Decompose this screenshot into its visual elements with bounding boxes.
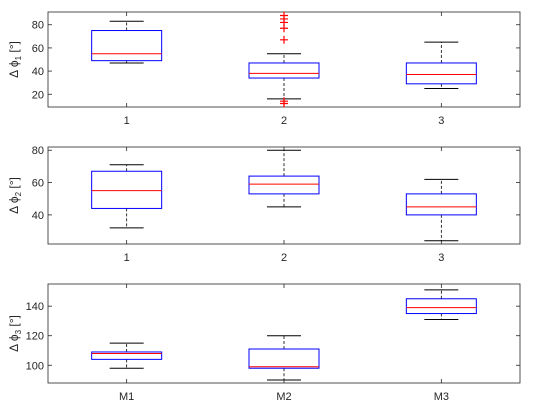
y-tick-label: 20 bbox=[32, 89, 44, 101]
box-body bbox=[91, 30, 163, 62]
x-tick-label: M1 bbox=[119, 391, 134, 402]
y-tick-label: 80 bbox=[32, 20, 44, 32]
box-M1 bbox=[91, 342, 163, 369]
box-1 bbox=[91, 164, 163, 229]
y-tick-label: 140 bbox=[26, 301, 44, 313]
outlier-marker bbox=[280, 35, 288, 44]
x-tick-label: 3 bbox=[438, 252, 444, 264]
box-body bbox=[405, 193, 477, 216]
y-tick-label: 40 bbox=[32, 66, 44, 78]
box-M2 bbox=[248, 335, 320, 381]
y-tick-label: 100 bbox=[26, 360, 44, 372]
box-M3 bbox=[405, 289, 477, 320]
y-tick-label: 60 bbox=[32, 43, 44, 55]
box-body bbox=[91, 170, 163, 209]
box-1 bbox=[91, 20, 163, 64]
box-body bbox=[248, 62, 320, 79]
panel-2: 40 60 80 1 2 3 Δ ϕ2 [°] bbox=[7, 145, 521, 264]
box-2 bbox=[248, 149, 320, 208]
box-body bbox=[248, 175, 320, 195]
y-tick-label: 80 bbox=[32, 145, 44, 157]
y-axis-label: Δ ϕ3 [°] bbox=[7, 315, 23, 352]
box-body bbox=[405, 62, 477, 85]
box-body bbox=[405, 298, 477, 315]
outlier-marker bbox=[280, 99, 288, 108]
box-body bbox=[91, 351, 163, 360]
box-2 bbox=[248, 11, 320, 108]
panel-1: 20 40 60 80 1 2 3 Δ ϕ1 [°] bbox=[7, 11, 521, 127]
box-3 bbox=[405, 41, 477, 89]
x-tick-label: 1 bbox=[124, 115, 130, 127]
y-tick-label: 120 bbox=[26, 331, 44, 343]
x-tick-label: M2 bbox=[276, 391, 291, 402]
box-body bbox=[248, 348, 320, 369]
y-axis-label: Δ ϕ2 [°] bbox=[7, 177, 23, 214]
box-3 bbox=[405, 178, 477, 242]
x-tick-label: 2 bbox=[281, 115, 287, 127]
x-tick-label: M3 bbox=[434, 391, 449, 402]
x-tick-label: 2 bbox=[281, 252, 287, 264]
x-tick-label: 3 bbox=[438, 115, 444, 127]
x-tick-label: 1 bbox=[124, 252, 130, 264]
outlier-marker bbox=[280, 24, 288, 33]
y-tick-label: 60 bbox=[32, 178, 44, 190]
y-axis-label: Δ ϕ1 [°] bbox=[7, 41, 23, 78]
y-tick-label: 40 bbox=[32, 210, 44, 222]
